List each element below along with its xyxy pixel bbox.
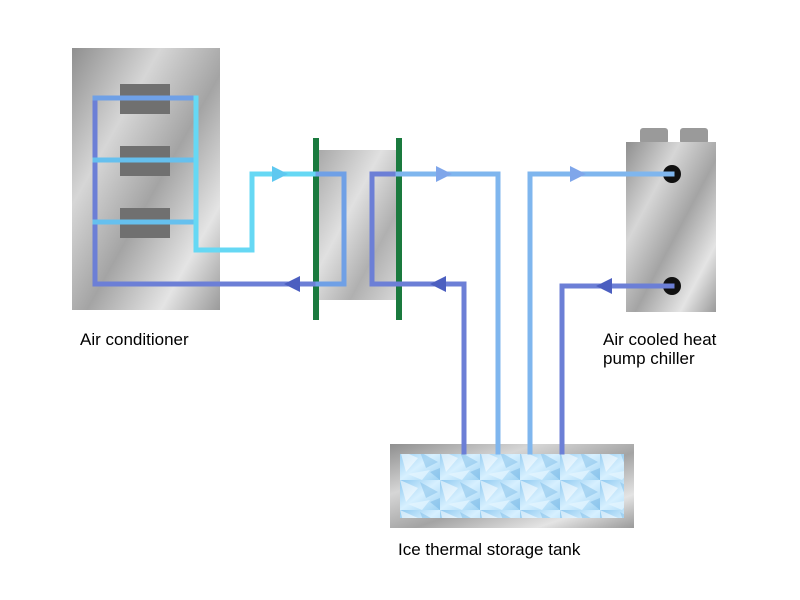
tank-label: Ice thermal storage tank [398, 540, 581, 559]
chiller-label-line1: Air cooled heat [603, 330, 717, 349]
air-conditioner-label: Air conditioner [80, 330, 189, 349]
exchanger-plate-right [396, 138, 402, 320]
heat-exchanger [313, 138, 402, 320]
flow-arrow-icon [284, 276, 300, 292]
ice-thermal-storage-tank [390, 444, 634, 528]
flow-arrows [272, 166, 612, 294]
exchanger-loop-right [369, 171, 401, 287]
flow-arrow-icon [272, 166, 288, 182]
flow-arrow-icon [436, 166, 452, 182]
chiller-pipe-return [559, 283, 675, 455]
tank-pipe-supply [395, 171, 501, 455]
exchanger-plate-left [313, 138, 319, 320]
exchanger-loop-left [315, 171, 347, 287]
chiller-fan-1 [640, 128, 668, 144]
flow-arrow-icon [430, 276, 446, 292]
chiller-label-line2: pump chiller [603, 349, 695, 368]
chiller-pipe-supply [527, 171, 675, 455]
flow-arrow-icon [570, 166, 586, 182]
tank-pipe-return [395, 281, 467, 455]
flow-arrow-icon [596, 278, 612, 294]
chiller-fan-2 [680, 128, 708, 144]
